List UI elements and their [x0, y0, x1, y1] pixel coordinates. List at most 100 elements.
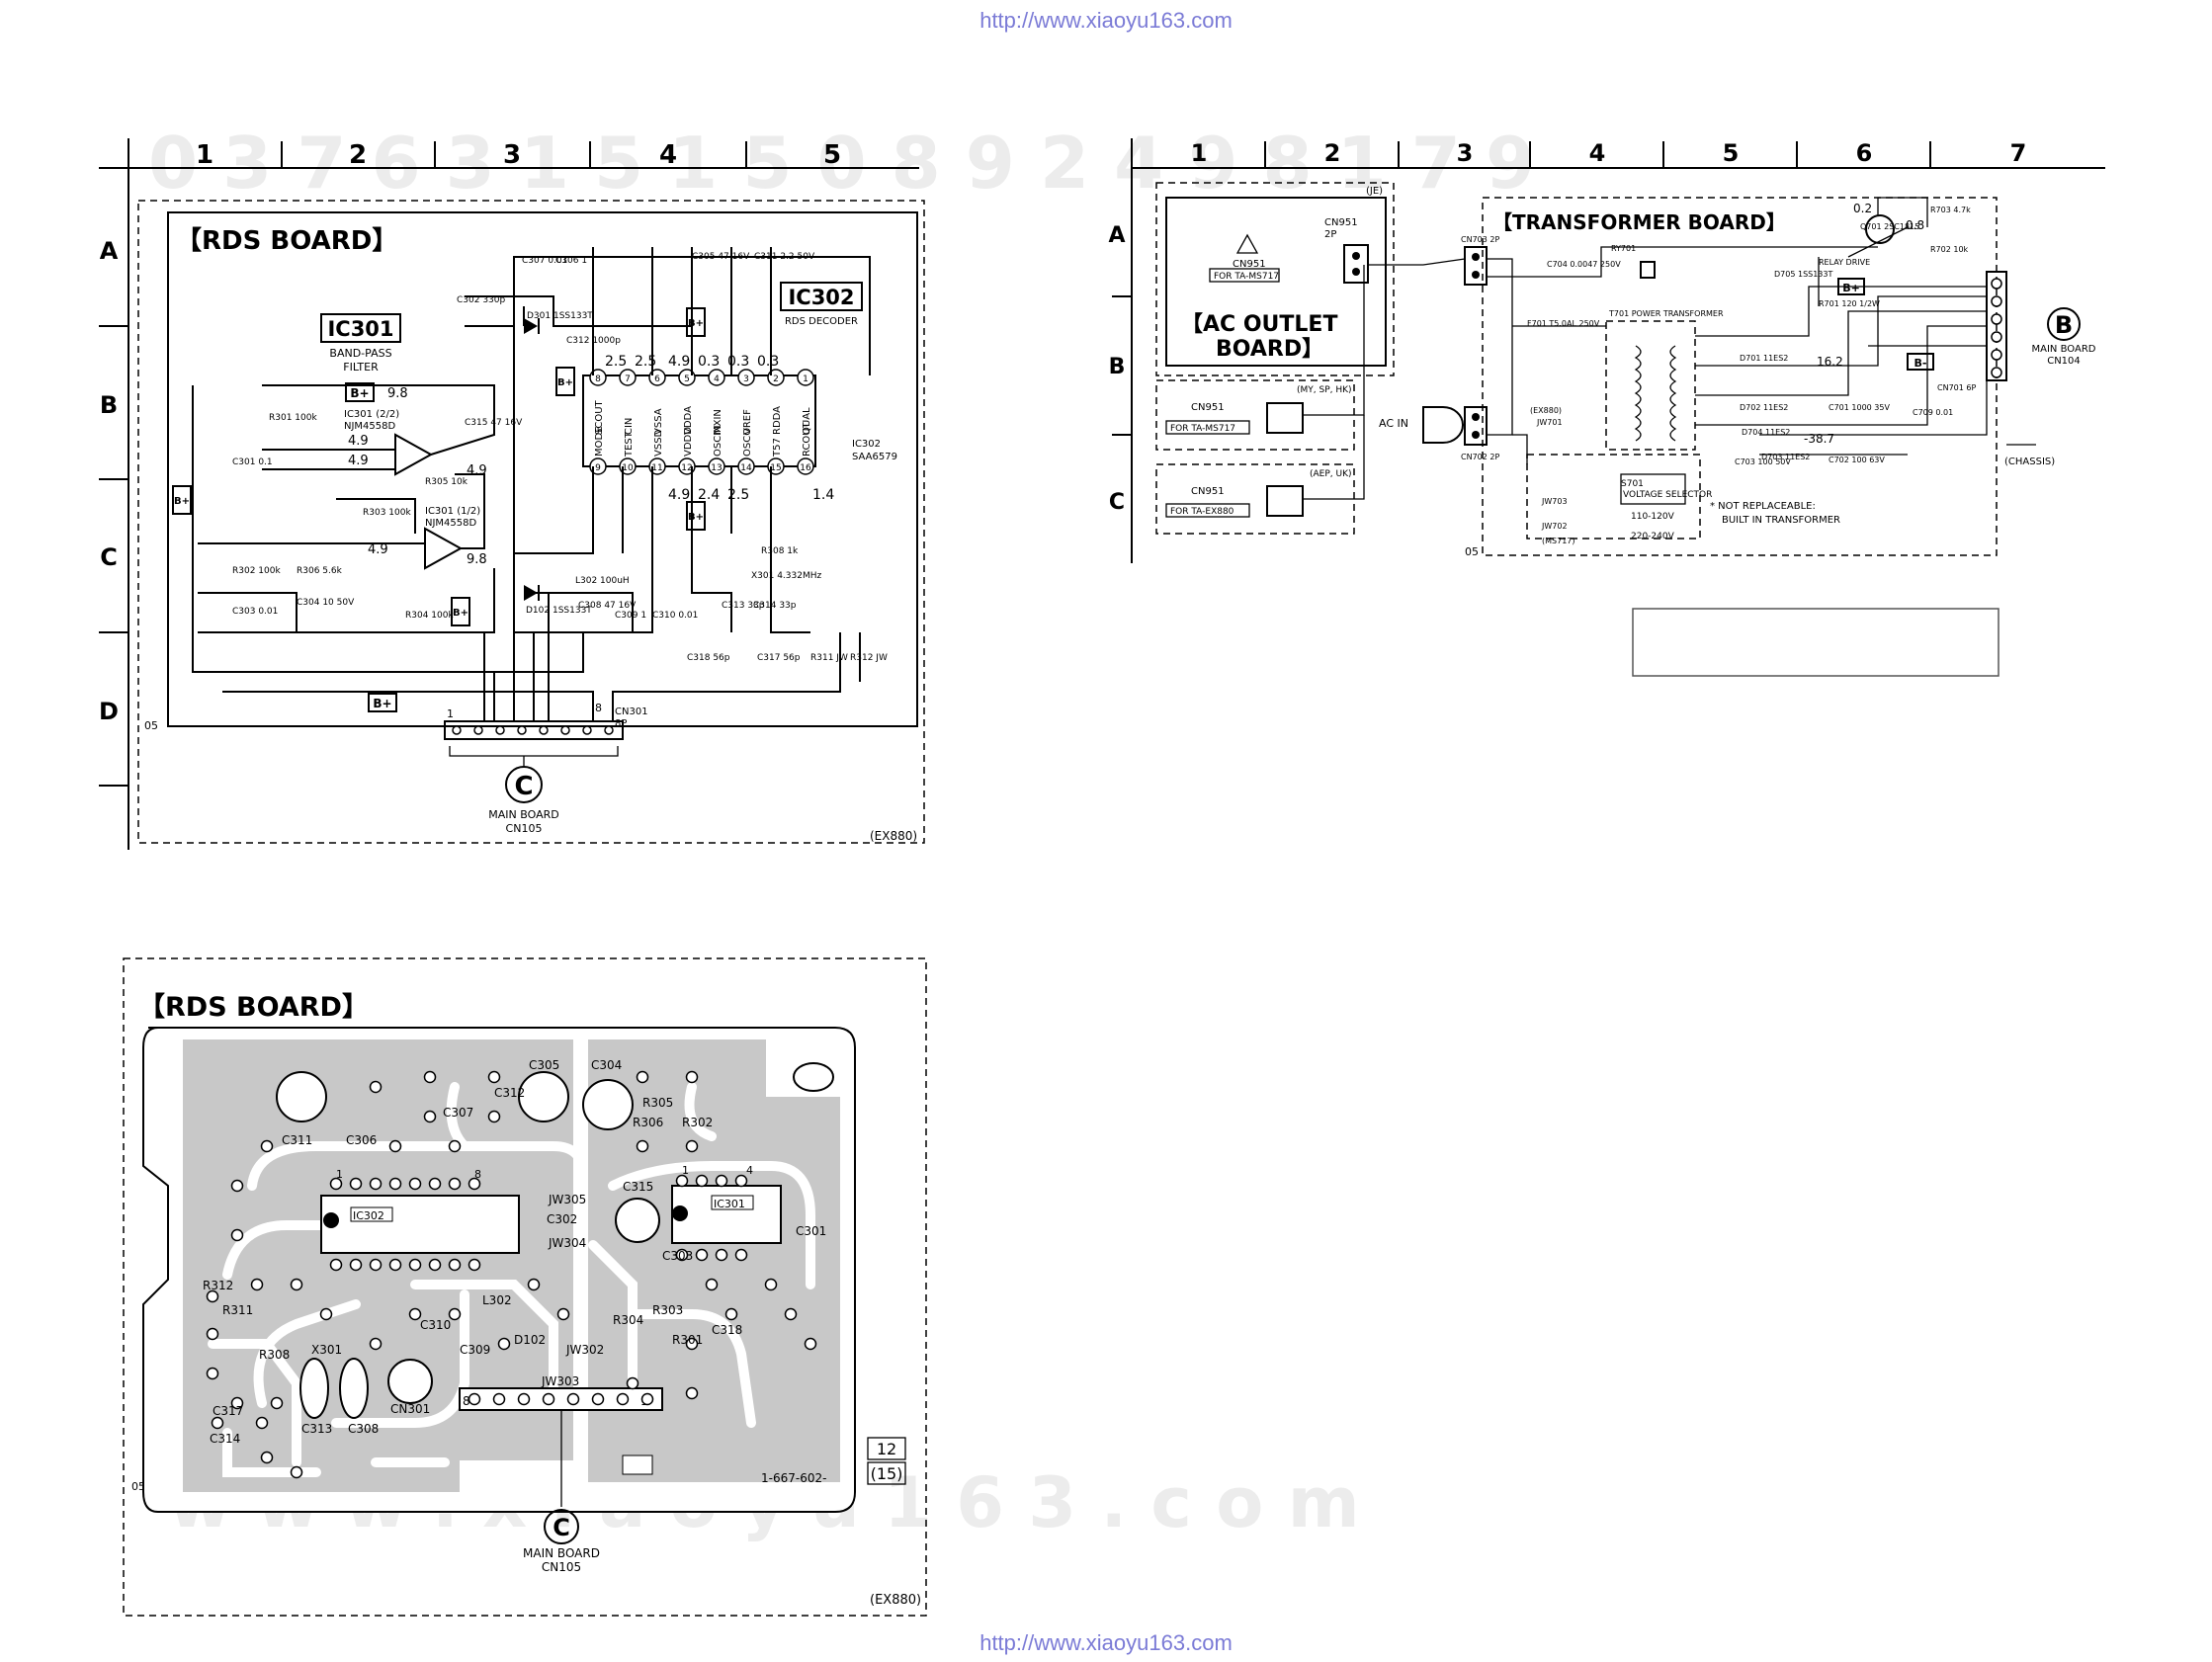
footer-url[interactable]: http://www.xiaoyu163.com: [979, 1630, 1233, 1655]
ic302-chip: SAA6579: [852, 452, 897, 462]
cn701-pin: [1991, 313, 2002, 325]
rds-col-4: 4: [659, 140, 677, 170]
pcb-pad: [369, 1080, 383, 1094]
pcb-pad: [468, 1258, 481, 1272]
rds-col-1: 1: [196, 140, 213, 170]
cn301-pin: [495, 725, 505, 735]
main-board-label: MAIN BOARD: [488, 808, 558, 821]
pcb-ic302-label: IC302: [353, 1209, 384, 1222]
pcb-silkscreen-label: R304: [613, 1313, 643, 1327]
rds-part-label: C314 33p: [753, 601, 797, 611]
pcb-cn-pin8: 8: [463, 1394, 470, 1408]
pcb-main-board-c-letter: C: [553, 1514, 570, 1541]
ic302-pin-num: 8: [595, 374, 601, 384]
pcb-pad: [695, 1248, 709, 1262]
ac-outlet-cn951: CN951: [1233, 259, 1266, 270]
ic302-pin-name: SCOUT: [594, 399, 605, 435]
pcb-board-number: 1-667-602-: [761, 1471, 826, 1485]
rds-part-label: C308 47 16V: [578, 601, 637, 611]
pcb-pad: [527, 1278, 541, 1291]
pcb-pad: [260, 1451, 274, 1464]
pcb-silkscreen-label: C305: [529, 1058, 559, 1072]
pcb-main-board-cn: CN105: [542, 1560, 581, 1574]
pcb-silkscreen-label: R305: [642, 1096, 673, 1110]
pcb-code: 05: [131, 1480, 145, 1493]
pcb-pad: [591, 1392, 605, 1406]
tr-col-5: 5: [1723, 139, 1740, 167]
cn701-pins: [1991, 278, 2002, 378]
tr-part-label: C701 1000 35V: [1829, 403, 1890, 412]
tr-col-7: 7: [2010, 139, 2027, 167]
pcb-page-a: 12: [877, 1440, 896, 1458]
pcb-pad: [804, 1337, 817, 1351]
outlet-c-connector: [1266, 485, 1304, 517]
rds-part-label: C307 0.01: [522, 256, 567, 266]
bplus-badge-5: B+: [686, 501, 706, 531]
ic302-pin-top: [797, 369, 814, 386]
pcb-silkscreen-label: R311: [222, 1303, 253, 1317]
pcb-pad: [724, 1307, 738, 1321]
pcb-pad: [566, 1392, 580, 1406]
cn301-pins-count: 8P: [615, 718, 627, 729]
pcb-ic-pin-label: 1: [682, 1164, 689, 1177]
pcb-silkscreen-label: C318: [712, 1323, 742, 1337]
pcb-pad: [230, 1179, 244, 1193]
tr-main-board-label: MAIN BOARD: [2032, 344, 2096, 355]
pcb-pad: [556, 1307, 570, 1321]
rds-part-label: C312 1000p: [566, 336, 621, 346]
cn301-pins: [452, 725, 614, 735]
s701-box: [1526, 454, 1701, 540]
rds-col-2: 2: [349, 140, 367, 170]
pcb-pad: [517, 1392, 531, 1406]
ac-in-plug: [1422, 406, 1464, 444]
ic302-pin-name: TEST: [624, 431, 635, 457]
s701-low: 110-120V: [1631, 512, 1675, 522]
pcb-pad: [685, 1139, 699, 1153]
pcb-pad: [329, 1258, 343, 1272]
main-board-b-letter: B: [2055, 311, 2073, 339]
ic302-pin-name: VSSD: [653, 429, 664, 457]
rds-col-5: 5: [823, 140, 841, 170]
ic302-pin-name: MXIN: [713, 409, 723, 435]
diode-d301: [524, 318, 538, 334]
tr-volt-label: -38.7: [1804, 432, 1834, 446]
t701-core: [1605, 320, 1696, 451]
tr-col-1: 1: [1191, 139, 1208, 167]
tr-col-4: 4: [1589, 139, 1606, 167]
pcb-silkscreen-label: C312: [494, 1086, 525, 1100]
pcb-main-board-c-marker: [544, 1509, 579, 1544]
rds-volt-top: 0.3: [757, 354, 779, 370]
ic302-pin-name: RDDA: [772, 406, 783, 435]
rds-outer-outline: [137, 200, 925, 844]
pcb-pad: [423, 1070, 437, 1084]
pcb-pad: [497, 1337, 511, 1351]
pcb-cap-c308: [387, 1359, 433, 1404]
transformer-code: 05: [1465, 545, 1479, 558]
s701-high: 220-240V: [1631, 532, 1675, 541]
ic302-pin-num: 14: [740, 463, 752, 473]
cn301-ref: CN301: [615, 706, 648, 717]
cn301-connector: [444, 720, 624, 740]
ic302-pin-name: T57: [772, 438, 783, 457]
outlet-b-connector: [1266, 402, 1304, 434]
rds-board-title: 【RDS BOARD】: [176, 226, 397, 256]
rds-row-b: B: [100, 391, 118, 419]
pcb-pad: [428, 1258, 442, 1272]
pcb-pad: [685, 1337, 699, 1351]
cn301-pin: [604, 725, 614, 735]
header-url[interactable]: http://www.xiaoyu163.com: [979, 8, 1233, 33]
rds-part-label: C301 0.1: [232, 457, 273, 467]
rds-part-label: C310 0.01: [652, 611, 698, 621]
s701-selector: VOLTAGE SELECTOR: [1623, 490, 1712, 500]
cn301-pin: [473, 725, 483, 735]
rds-volt-misc: 9.8: [467, 552, 487, 567]
rds-part-label: C313 33p: [722, 601, 765, 611]
tr-col-2: 2: [1324, 139, 1341, 167]
pcb-silkscreen-label: C302: [547, 1212, 577, 1226]
pcb-pad: [715, 1174, 728, 1188]
pcb-pad: [448, 1307, 462, 1321]
pcb-pad: [764, 1278, 778, 1291]
ic302-pin-num: 4: [714, 374, 720, 384]
ic302-pin-num: 10: [622, 463, 634, 473]
tr-col-3: 3: [1457, 139, 1474, 167]
